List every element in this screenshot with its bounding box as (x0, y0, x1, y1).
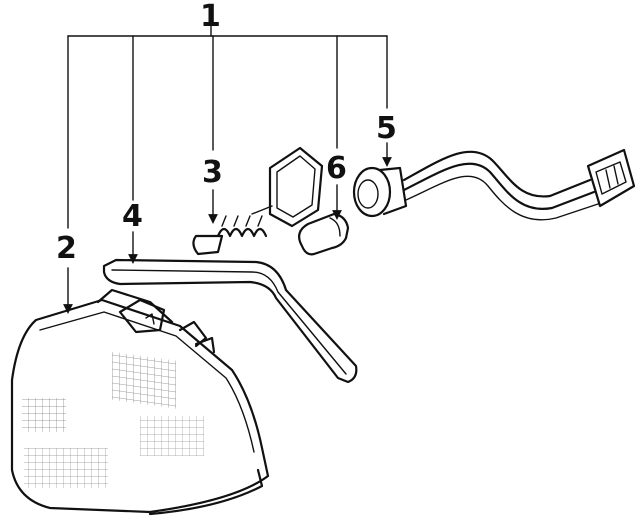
callout-1-bracket (67, 25, 388, 37)
gasket-part-4 (102, 258, 358, 384)
callout-5-label: 5 (376, 111, 397, 146)
callout-1-label: 1 (200, 0, 221, 34)
callout-4-label: 4 (122, 199, 143, 234)
socket-harness-part-5 (352, 148, 636, 221)
callout-6-label: 6 (326, 151, 347, 186)
bulb-part-6 (297, 212, 350, 256)
callout-2-label: 2 (56, 231, 77, 266)
callout-3-label: 3 (202, 155, 223, 190)
bulb-socket-part-3 (192, 146, 324, 256)
lens-assembly-part-2 (10, 288, 270, 516)
